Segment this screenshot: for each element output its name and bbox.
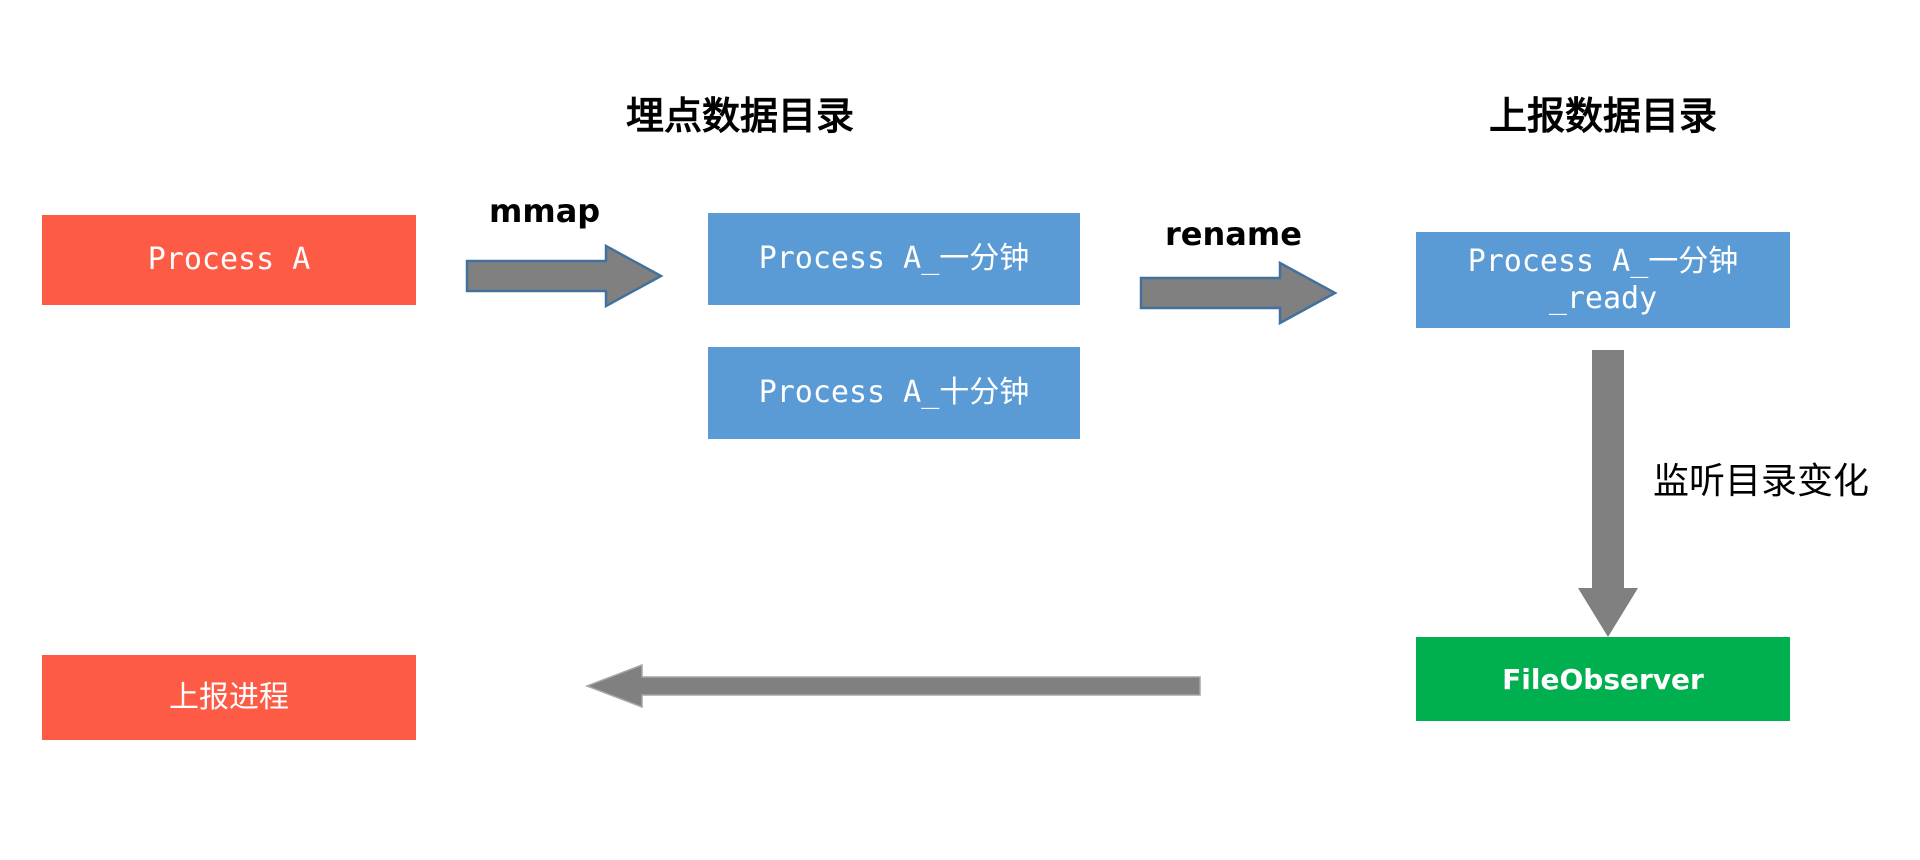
edge-label-rename: rename	[1165, 215, 1302, 253]
arrow-mmap	[465, 243, 664, 309]
edge-label-mmap: mmap	[489, 192, 601, 230]
arrow-rename	[1139, 260, 1338, 326]
node-file-ready-line2: _ready	[1548, 281, 1658, 316]
node-file-ten-minute[interactable]: Process A_十分钟	[708, 347, 1080, 439]
node-process-a[interactable]: Process A	[42, 215, 416, 305]
node-file-one-minute[interactable]: Process A_一分钟	[708, 213, 1080, 305]
column-title-report-dir: 上报数据目录	[1488, 93, 1717, 138]
arrow-notify-report-process	[584, 663, 1201, 709]
arrow-watch-directory	[1577, 350, 1639, 638]
node-file-ready-line1: Process A_一分钟	[1467, 243, 1739, 279]
node-file-observer[interactable]: FileObserver	[1416, 637, 1790, 721]
node-file-ready[interactable]: Process A_一分钟 _ready	[1416, 232, 1790, 328]
column-title-tracking-dir: 埋点数据目录	[625, 93, 854, 138]
node-report-process[interactable]: 上报进程	[42, 655, 416, 740]
edge-label-watch-directory: 监听目录变化	[1653, 461, 1870, 502]
